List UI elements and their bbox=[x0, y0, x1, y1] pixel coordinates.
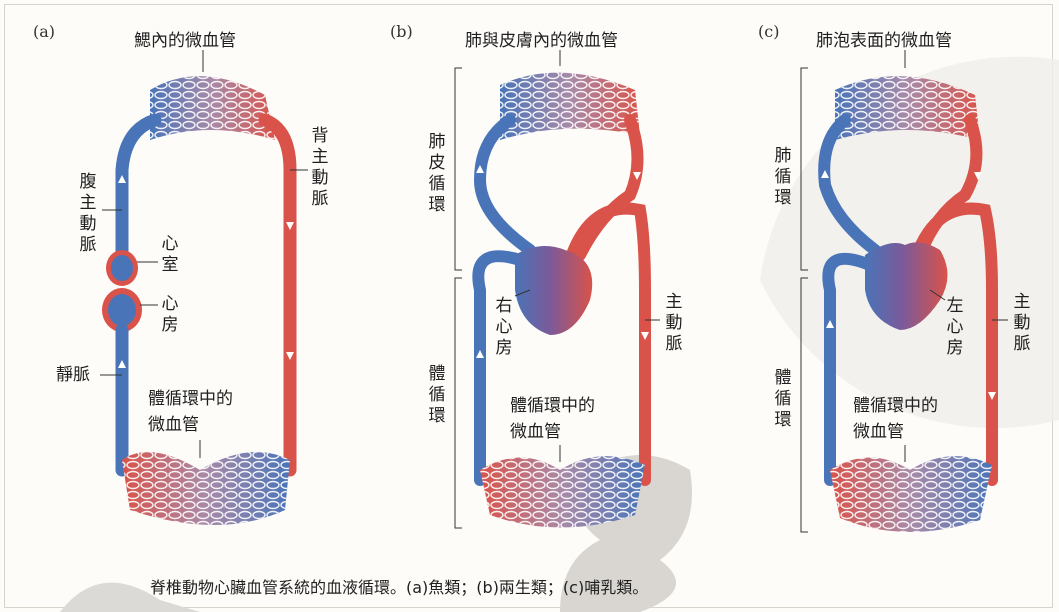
label-vein: 靜脈 bbox=[56, 364, 90, 386]
label-systemic-circuit-c: 體循環 bbox=[773, 368, 793, 431]
panel-c-letter: (c) bbox=[758, 22, 779, 41]
label-pulmonary-circuit: 肺循環 bbox=[773, 146, 793, 209]
label-systemic-capillaries-b-2: 微血管 bbox=[510, 421, 561, 443]
panel-c-title: 肺泡表面的微血管 bbox=[816, 26, 952, 51]
panel-b-letter: (b) bbox=[390, 22, 413, 41]
label-systemic-capillaries-c-2: 微血管 bbox=[853, 421, 904, 443]
figure-caption: 脊椎動物心臟血管系統的血液循環。(a)魚類；(b)兩生類；(c)哺乳類。 bbox=[150, 574, 648, 598]
label-systemic-circuit-b: 體循環 bbox=[427, 364, 447, 427]
label-ventricle: 心室 bbox=[160, 234, 180, 276]
panel-b-diagram bbox=[455, 50, 660, 528]
label-atrium: 心房 bbox=[160, 294, 180, 336]
panel-a-diagram bbox=[100, 50, 308, 525]
label-left-atrium: 左心房 bbox=[945, 296, 965, 359]
panel-a-title: 鰓內的微血管 bbox=[134, 26, 236, 51]
label-systemic-capillaries-a-1: 體循環中的 bbox=[148, 388, 233, 410]
panel-c-diagram bbox=[801, 50, 1008, 532]
label-systemic-capillaries-b-1: 體循環中的 bbox=[510, 395, 595, 417]
label-right-atrium: 右心房 bbox=[494, 296, 514, 359]
panel-a-letter: (a) bbox=[33, 22, 55, 41]
label-pulmocutaneous-circuit: 肺皮循環 bbox=[427, 132, 447, 216]
label-aorta-c: 主動脈 bbox=[1012, 292, 1032, 355]
panel-b-title: 肺與皮膚內的微血管 bbox=[465, 26, 618, 51]
label-systemic-capillaries-a-2: 微血管 bbox=[148, 414, 199, 436]
label-ventral-aorta: 腹主動脈 bbox=[78, 172, 98, 256]
label-aorta-b: 主動脈 bbox=[664, 292, 684, 355]
label-systemic-capillaries-c-1: 體循環中的 bbox=[853, 395, 938, 417]
label-dorsal-aorta: 背主動脈 bbox=[310, 126, 330, 210]
